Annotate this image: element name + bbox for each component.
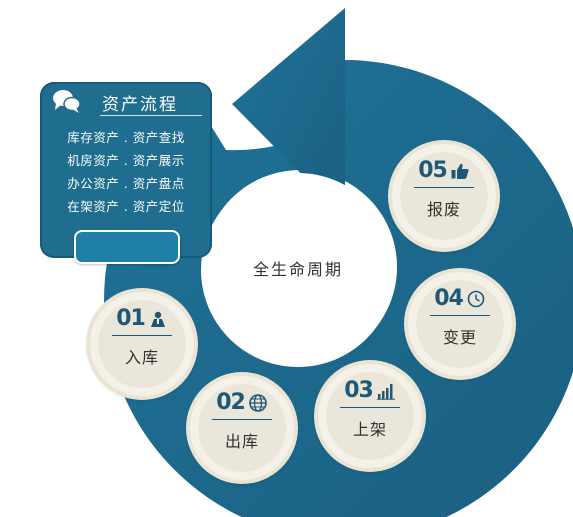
stage-number-row: 04 (408, 286, 512, 311)
person-icon (150, 311, 165, 327)
stage-number-row: 03 (318, 378, 422, 403)
stage-label: 出库 (224, 432, 259, 451)
stage-node-inner (326, 372, 414, 460)
stage-rule (112, 335, 172, 336)
panel-line: 库存资产 . 资产查找 (67, 130, 185, 145)
chat-bubbles-icon (53, 90, 81, 113)
stage-node-inner (400, 152, 488, 240)
stage-rule (212, 419, 272, 420)
stage-node-03[interactable]: 03 上架 (318, 364, 422, 468)
globe-icon (249, 393, 267, 412)
stage-number: 01 (116, 306, 146, 331)
stage-label: 变更 (442, 328, 477, 347)
stage-number: 02 (216, 390, 246, 415)
panel-lines: 库存资产 . 资产查找 机房资产 . 资产展示 办公资产 . 资产盘点 在架资产… (40, 126, 212, 218)
stage-number-row: 02 (190, 390, 294, 415)
stage-node-inner (98, 300, 186, 388)
panel-line: 机房资产 . 资产展示 (67, 153, 185, 168)
bar-chart-icon (376, 383, 395, 400)
stage-node-inner (198, 384, 286, 472)
stage-label: 入库 (124, 348, 159, 367)
stage-node-02[interactable]: 02 出库 (190, 376, 294, 480)
center-label: 全生命周期 (252, 260, 343, 279)
panel-title-rule (100, 115, 202, 116)
stage-label: 报废 (426, 200, 461, 219)
stage-rule (430, 315, 490, 316)
stage-number: 03 (344, 378, 374, 403)
stage-number: 05 (418, 158, 448, 183)
stage-rule (340, 407, 400, 408)
stage-node-05[interactable]: 05 报废 (392, 144, 496, 248)
ring-inner-hole (201, 173, 395, 367)
stage-node-04[interactable]: 04 变更 (408, 272, 512, 376)
panel-line: 办公资产 . 资产盘点 (67, 176, 185, 191)
stage-node-01[interactable]: 01 入库 (90, 292, 194, 396)
stage-number-row: 01 (90, 306, 194, 331)
stage-node-inner (416, 280, 504, 368)
ring-arrow-head (232, 8, 345, 218)
stage-number: 04 (434, 286, 464, 311)
panel-title: 资产流程 (102, 95, 178, 115)
stage-rule (414, 187, 474, 188)
thumbs-up-icon (451, 163, 469, 179)
panel-line: 在架资产 . 资产定位 (67, 199, 185, 214)
panel-header: 资产流程 (40, 82, 212, 122)
panel-footer-bar (74, 230, 180, 264)
clock-icon (467, 290, 485, 307)
asset-process-panel: 资产流程 库存资产 . 资产查找 机房资产 . 资产展示 办公资产 . 资产盘点… (40, 82, 212, 258)
stage-label: 上架 (352, 420, 387, 439)
stage-number-row: 05 (392, 158, 496, 183)
